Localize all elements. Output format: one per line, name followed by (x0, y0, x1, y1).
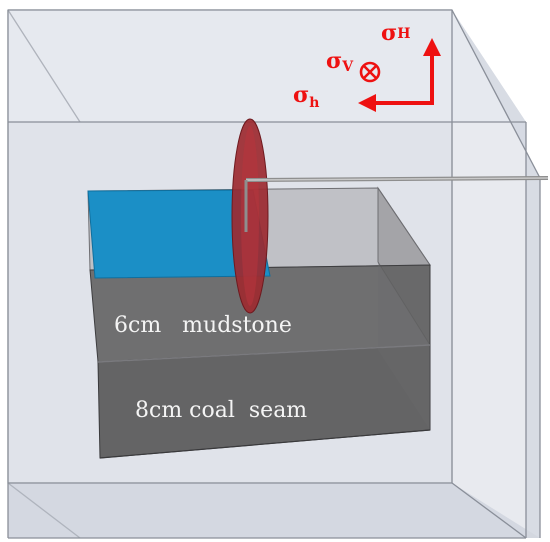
wellbore (244, 176, 549, 232)
sigma-v-out-of-plane-icon (359, 61, 381, 83)
coal-seam-label: 8cm coal seam (135, 398, 307, 423)
sigma-H-label: σH (381, 20, 410, 46)
sigma-V-label: σV (326, 48, 354, 75)
mudstone-label: 6cm mudstone (114, 313, 292, 338)
box-right-face (452, 10, 540, 538)
box-top-face (8, 10, 526, 122)
fracture-disk (231, 118, 269, 314)
mudstone-coal-boundary (97, 344, 431, 363)
interface-plane (87, 189, 271, 279)
sigma-H-arrowhead (423, 38, 441, 56)
block-bottom-edge (99, 429, 431, 459)
stress-indicator: σH σV σh (293, 20, 441, 112)
sigma-h-label: σh (293, 82, 319, 111)
sigma-h-arrowhead (358, 94, 376, 112)
